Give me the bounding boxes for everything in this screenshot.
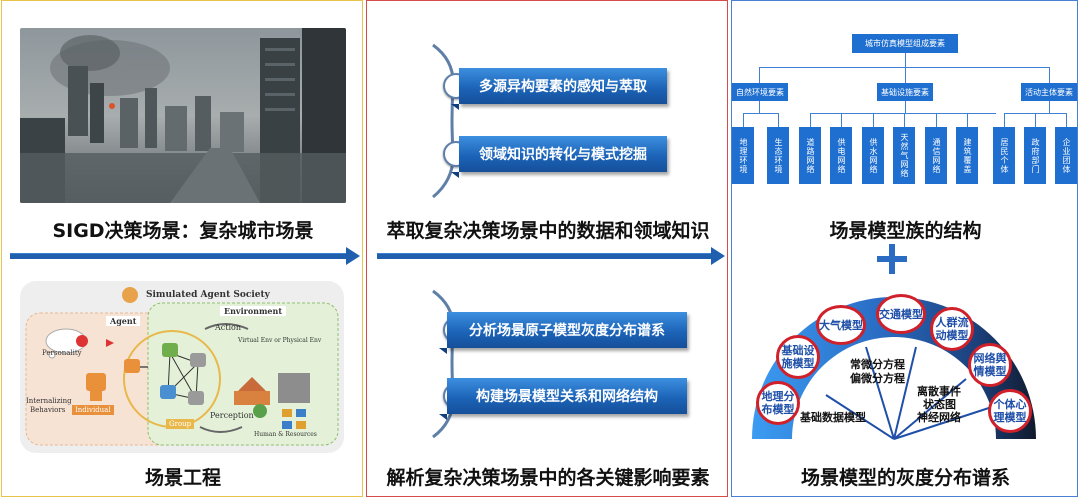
tree-leaf: 供电网络 xyxy=(830,127,852,184)
tree-leaf: 道路网络 xyxy=(799,127,821,184)
personality-label: Personality xyxy=(42,349,82,357)
spectrum-label: 基础数据模型 xyxy=(800,411,866,424)
flow-arrow-middle xyxy=(377,247,725,265)
env-types-label: Virtual Env or Physical Env xyxy=(238,337,322,344)
tree-leaf: 天然气网络 xyxy=(893,127,915,184)
tree-category-actors: 活动主体要素 xyxy=(1021,83,1077,101)
city-photo xyxy=(20,28,346,203)
tree-leaf: 建筑覆盖 xyxy=(956,127,978,184)
middle-brackets xyxy=(432,43,455,439)
spectrum-label: 离散事件 xyxy=(917,385,961,398)
spectrum-circle-infra: 基础设施模型 xyxy=(776,335,820,379)
tree-leaf: 通信网络 xyxy=(925,127,947,184)
group-label: Group xyxy=(166,419,195,429)
tree-category-infrastructure: 基础设施要素 xyxy=(877,83,933,101)
tree-leaf: 企业团体 xyxy=(1055,127,1077,184)
internalizing-label: Internalizing xyxy=(26,397,72,405)
banner-perception: 多源异构要素的感知与萃取 xyxy=(459,68,667,104)
individual-label: Individual xyxy=(72,405,114,415)
action-label: Action xyxy=(215,323,241,332)
middle-bottom-caption: 解析复杂决策场景中的各关键影响要素 xyxy=(386,467,710,489)
spectrum-label: 常微分方程 xyxy=(850,358,905,371)
left-top-caption: SIGD决策场景：复杂城市场景 xyxy=(52,220,314,242)
tree-category-natural: 自然环境要素 xyxy=(732,83,788,101)
right-panel: 城市仿真模型组成要素 自然环境要素 基础设施要素 活动主体要素 地理环境 生态环… xyxy=(731,0,1078,497)
tree-leaf: 政府部门 xyxy=(1024,127,1046,184)
right-bottom-caption: 场景模型的灰度分布谱系 xyxy=(800,467,1010,489)
spectrum-label: 状态图 xyxy=(923,398,956,411)
spectrum-circle-traffic: 交通模型 xyxy=(876,294,926,334)
middle-top-caption: 萃取复杂决策场景中的数据和领域知识 xyxy=(386,220,710,242)
left-panel: SIGD决策场景：复杂城市场景 xyxy=(1,0,363,497)
perception-label: Perception xyxy=(210,411,254,420)
spectrum-circle-opinion: 网络舆情模型 xyxy=(968,343,1012,387)
flow-arrow-left xyxy=(10,247,360,265)
middle-panel: 多源异构要素的感知与萃取 领域知识的转化与模式挖掘 分析场景原子模型灰度分布谱系… xyxy=(366,0,728,497)
tree-leaf: 供水网络 xyxy=(862,127,884,184)
spectrum-circle-geo: 地理分布模型 xyxy=(756,381,800,425)
spectrum-circle-crowd: 人群流动模型 xyxy=(930,307,974,351)
tree-leaf: 居民个体 xyxy=(993,127,1015,184)
environment-label: Environment xyxy=(220,306,287,316)
spectrum-label: 神经网络 xyxy=(917,411,961,424)
resources-label: Human & Resources xyxy=(254,431,317,438)
right-top-caption: 场景模型族的结构 xyxy=(829,220,982,242)
banner-gray-spectrum: 分析场景原子模型灰度分布谱系 xyxy=(447,312,687,348)
behaviors-label: Behaviors xyxy=(30,406,66,414)
banner-domain-knowledge: 领域知识的转化与模式挖掘 xyxy=(459,136,667,172)
spectrum-label: 偏微分方程 xyxy=(850,372,905,385)
tree-leaf: 生态环境 xyxy=(767,127,789,184)
agent-society-diagram: Simulated Agent Society Agent Environmen… xyxy=(20,281,344,453)
spectrum-circle-atmos: 大气模型 xyxy=(816,305,866,345)
left-bottom-caption: 场景工程 xyxy=(144,467,221,489)
tree-root: 城市仿真模型组成要素 xyxy=(852,34,958,53)
tree-leaf: 地理环境 xyxy=(732,127,754,184)
spectrum-circle-psych: 个体心理模型 xyxy=(988,389,1032,433)
diagram-title: Simulated Agent Society xyxy=(146,290,270,300)
banner-network-structure: 构建场景模型关系和网络结构 xyxy=(447,378,687,414)
agent-label: Agent xyxy=(106,316,141,326)
